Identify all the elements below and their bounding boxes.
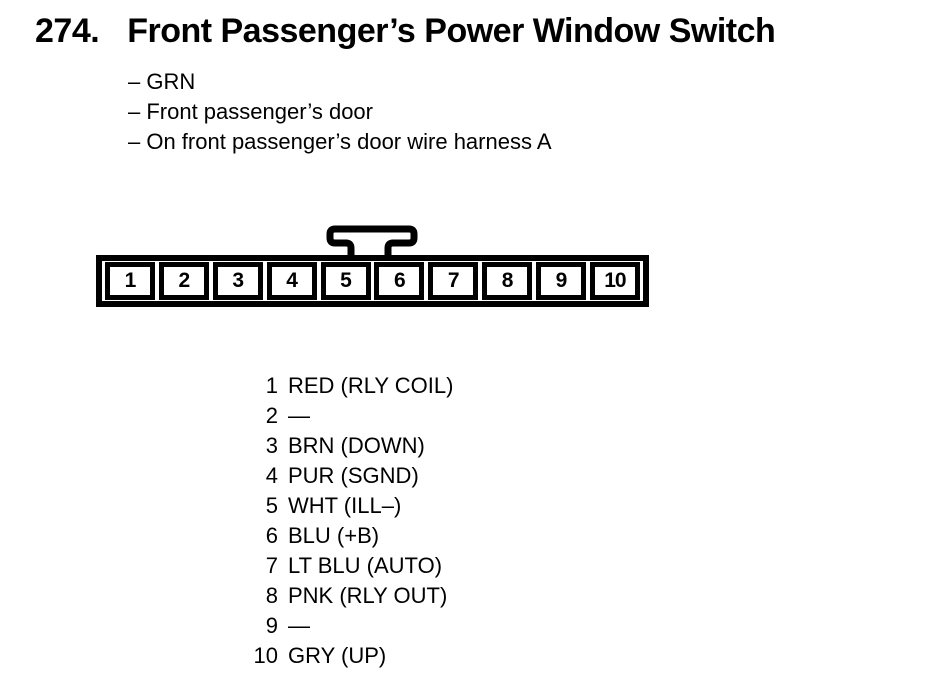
detail-line: – GRN <box>128 69 196 94</box>
connector-cavity-5: 5 <box>320 262 371 300</box>
connector-cavity-2: 2 <box>158 262 209 300</box>
pin-label: GRY (UP) <box>288 643 387 668</box>
pin-number: 6 <box>265 523 278 548</box>
pinout-row-1: 1 RED (RLY COIL) <box>230 371 454 401</box>
pinout-row-3: 3 BRN (DOWN) <box>230 431 453 461</box>
pin-number: 10 <box>253 643 278 668</box>
pin-label: — <box>288 613 310 638</box>
pin-number: 5 <box>265 493 278 518</box>
pin-number: 9 <box>265 613 278 638</box>
pin-label: BLU (+B) <box>288 523 380 548</box>
page-heading: 274. Front Passenger’s Power Window Swit… <box>35 12 776 51</box>
pin-number: 8 <box>265 583 278 608</box>
pin-label: PUR (SGND) <box>288 463 419 488</box>
pin-label: — <box>288 403 310 428</box>
pin-number: 3 <box>265 433 278 458</box>
pinout-row-7: 7 LT BLU (AUTO) <box>230 551 453 581</box>
pin-label: PNK (RLY OUT) <box>288 583 448 608</box>
connector-cavity-1: 1 <box>105 262 155 300</box>
page-title: Front Passenger’s Power Window Switch <box>127 12 776 50</box>
pinout-row-9: 9— <box>230 611 453 641</box>
pin-label: WHT (ILL–) <box>288 493 402 518</box>
connector-cavity-4: 4 <box>266 262 317 300</box>
connector-cavity-10: 10 <box>589 262 640 300</box>
pin-number: 7 <box>265 553 278 578</box>
pin-number: 1 <box>265 373 278 398</box>
connector-cavity-8: 8 <box>482 262 533 300</box>
pinout-row-2: 2— <box>230 401 453 431</box>
detail-list: – GRN – Front passenger’s door – On front … <box>128 67 552 157</box>
pin-number: 4 <box>265 463 278 488</box>
detail-line: – Front passenger’s door <box>128 99 373 124</box>
pinout-row-10: 10 GRY (UP) <box>230 641 453 671</box>
detail-line: – On front passenger’s door wire harness… <box>128 129 552 154</box>
pin-label: LT BLU (AUTO) <box>288 553 443 578</box>
pin-number: 2 <box>265 403 278 428</box>
pinout-row-6: 6 BLU (+B) <box>230 521 453 551</box>
connector-cavity-3: 3 <box>212 262 263 300</box>
connector-cavity-9: 9 <box>536 262 586 300</box>
pinout-row-4: 4 PUR (SGND) <box>230 461 453 491</box>
pinout-row-8: 8 PNK (RLY OUT) <box>230 581 453 611</box>
mount-tab-icon <box>326 225 418 262</box>
section-number: 274. <box>35 12 100 50</box>
pin-label: RED (RLY COIL) <box>288 373 454 398</box>
connector-cavity-6: 6 <box>374 262 425 300</box>
pin-label: BRN (DOWN) <box>288 433 425 458</box>
connector-cavity-7: 7 <box>428 262 479 300</box>
pinout-row-5: 5 WHT (ILL–) <box>230 491 453 521</box>
